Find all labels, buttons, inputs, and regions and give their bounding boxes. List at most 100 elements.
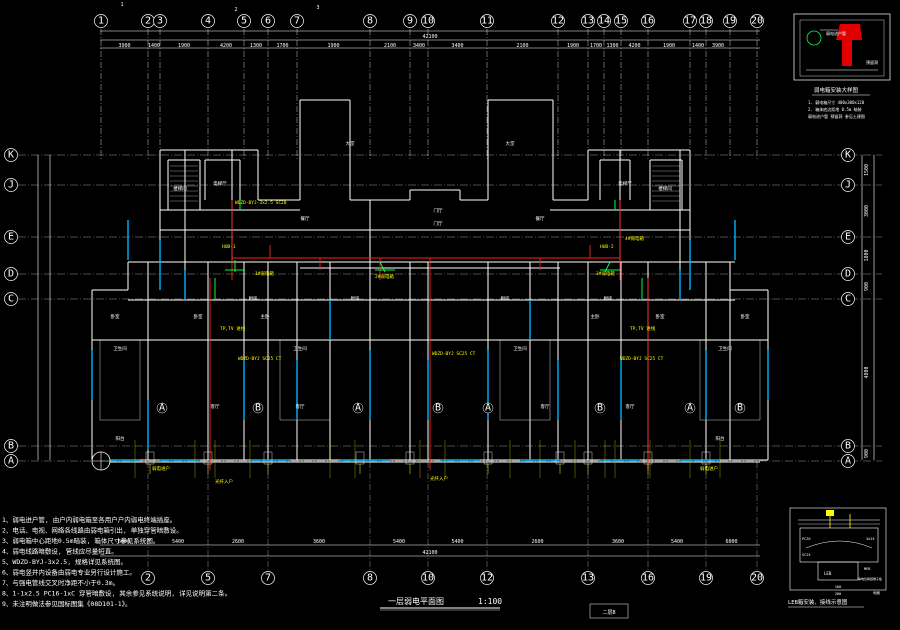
bottom-axis-bubble bbox=[421, 571, 435, 585]
bottom-dim-text: 5400 bbox=[451, 539, 463, 545]
detail-weak-box: 弱电进户管 预留洞 弱电箱安装大样图 1. 弱电箱尺寸 400x300x120 … bbox=[793, 13, 891, 119]
row-label-left: K bbox=[8, 150, 14, 161]
top-dim-text: 1900 bbox=[663, 43, 675, 49]
axis-label: 12 bbox=[552, 16, 564, 27]
axis-label: 10 bbox=[422, 16, 434, 27]
row-bubble-left bbox=[4, 454, 18, 468]
row-label-right: D bbox=[845, 269, 851, 280]
bottom-axis-bubble bbox=[581, 571, 595, 585]
row-bubble-right bbox=[841, 439, 855, 453]
bottom-dim-text: 2600 bbox=[232, 539, 244, 545]
axis-label: 5 bbox=[241, 16, 247, 27]
leb-sc: SC25 bbox=[802, 553, 810, 557]
room-label: 电梯厅 bbox=[618, 180, 632, 187]
green-cable bbox=[604, 261, 611, 273]
svg-text:弱电进户管: 弱电进户管 bbox=[826, 30, 846, 36]
scale-text: 1:100 bbox=[478, 597, 502, 606]
row-bubble-right bbox=[841, 230, 855, 244]
top-dim-text: 1400 bbox=[692, 43, 704, 49]
axis-bubble bbox=[614, 14, 628, 28]
row-bubble-left bbox=[4, 178, 18, 192]
detail1-line3: 弱电进户管 预留洞 参见土建图 bbox=[808, 113, 865, 119]
sheet-number: 二层B bbox=[602, 610, 615, 616]
leb-size: 3x25 bbox=[866, 537, 874, 541]
axis-bubble bbox=[683, 14, 697, 28]
bottom-dim-text: 5400 bbox=[671, 539, 683, 545]
axis-bubble bbox=[201, 14, 215, 28]
room-label: 卫生间 bbox=[718, 345, 732, 352]
cable-label: 弱电进户 bbox=[700, 465, 718, 472]
room-label: 厨房 bbox=[501, 295, 510, 302]
room-label: 楼梯间 bbox=[173, 185, 187, 192]
axis-bubble bbox=[421, 14, 435, 28]
row-label-left: C bbox=[8, 294, 14, 305]
bottom-axis-label: 2 bbox=[145, 573, 151, 584]
top-note-3: 3 bbox=[316, 5, 319, 11]
room-label: 楼梯间 bbox=[658, 185, 672, 192]
cable-label: 4#弱电箱 bbox=[625, 235, 644, 242]
inner-grid-label: A bbox=[485, 403, 491, 414]
room-label: 卫生间 bbox=[113, 345, 127, 352]
axis-label: 1 bbox=[98, 16, 104, 27]
bottom-dim-text: 5400 bbox=[393, 539, 405, 545]
note-line: 7、与强电管线交叉时净距不小于0.3m。 bbox=[2, 578, 119, 587]
cable-label: HUB-2 bbox=[600, 244, 614, 250]
right-dim-text: 900 bbox=[864, 449, 870, 458]
design-notes: 1、弱电进户管, 由户内弱电箱至各用户户内弱电终端插座。2、电话、电视、网络各线… bbox=[2, 515, 231, 608]
axis-label: 17 bbox=[684, 16, 696, 27]
right-dimension-chain bbox=[861, 155, 875, 460]
note-line: 8、1-1x2.5 PC16-1xC 穿管暗敷设, 其余参见系统说明, 详见说明… bbox=[2, 589, 231, 598]
row-bubble-left bbox=[4, 267, 18, 281]
axis-label: 13 bbox=[582, 16, 594, 27]
top-dim-text: 2100 bbox=[516, 43, 528, 49]
row-bubble-right bbox=[841, 267, 855, 281]
row-bubble-left bbox=[4, 439, 18, 453]
row-label-left: B bbox=[8, 441, 14, 452]
bottom-axis-label: 7 bbox=[265, 573, 271, 584]
axis-label: 11 bbox=[481, 16, 493, 27]
cable-label: 弱电进户 bbox=[152, 465, 170, 472]
room-label: 厨房 bbox=[604, 295, 613, 302]
axis-bubble bbox=[261, 14, 275, 28]
window-lines bbox=[91, 220, 769, 461]
top-dim-text: 1700 bbox=[276, 43, 288, 49]
inner-grid-bubble bbox=[252, 402, 264, 414]
leb-terminal: 等电位联结端子板 bbox=[858, 576, 882, 581]
inner-grid-label: B bbox=[737, 403, 743, 414]
bottom-dim-text: 3600 bbox=[612, 539, 624, 545]
axis-bubble bbox=[699, 14, 713, 28]
row-label-right: E bbox=[845, 232, 851, 243]
room-label: 大堂 bbox=[346, 140, 355, 147]
row-label-left: J bbox=[8, 180, 14, 191]
top-dim-text: 4200 bbox=[628, 43, 640, 49]
leb-meb: MEB bbox=[864, 567, 870, 571]
row-bubble-right bbox=[841, 148, 855, 162]
note-line: 6、弱电竖井内设备由弱电专业另行设计施工。 bbox=[2, 568, 136, 577]
axis-label: 16 bbox=[642, 16, 654, 27]
axis-bubble bbox=[581, 14, 595, 28]
axis-bubble bbox=[551, 14, 565, 28]
room-outline bbox=[279, 339, 331, 421]
room-label: 客厅 bbox=[296, 403, 305, 410]
cable-label: WDZD-BYJ SC25 CT bbox=[238, 356, 282, 362]
bottom-axis-bubble bbox=[699, 571, 713, 585]
drawing-title: 一层弱电平面图 1:100 bbox=[380, 596, 502, 611]
room-label: 电梯厅 bbox=[213, 180, 227, 187]
axis-label: 8 bbox=[367, 16, 373, 27]
bottom-axis-bubble bbox=[261, 571, 275, 585]
right-dim-text: 4800 bbox=[864, 366, 870, 378]
bottom-axis-bubble bbox=[641, 571, 655, 585]
detail2-title: LEB箱安装、接线示意图 bbox=[788, 598, 848, 606]
row-label-right: A bbox=[845, 456, 851, 467]
bottom-axis-label: 8 bbox=[367, 573, 373, 584]
note-line: 3、弱电箱中心距地0.5m暗装, 箱体尺寸参见系统图。 bbox=[2, 536, 159, 545]
overall-dim-bottom: 42100 bbox=[422, 550, 437, 556]
room-label: 主卧 bbox=[261, 313, 270, 320]
cable-label: 1#弱电箱 bbox=[255, 270, 274, 277]
axis-label: 19 bbox=[724, 16, 736, 27]
bottom-dim-text: 6000 bbox=[725, 539, 737, 545]
top-dim-text: 1900 bbox=[327, 43, 339, 49]
top-note-1: 1 bbox=[120, 2, 123, 8]
room-labels: 卧室卧室卧室卧室主卧主卧客厅客厅客厅客厅厨房厨房厨房厨房餐厅餐厅大堂大堂门厅门厅… bbox=[111, 140, 750, 442]
